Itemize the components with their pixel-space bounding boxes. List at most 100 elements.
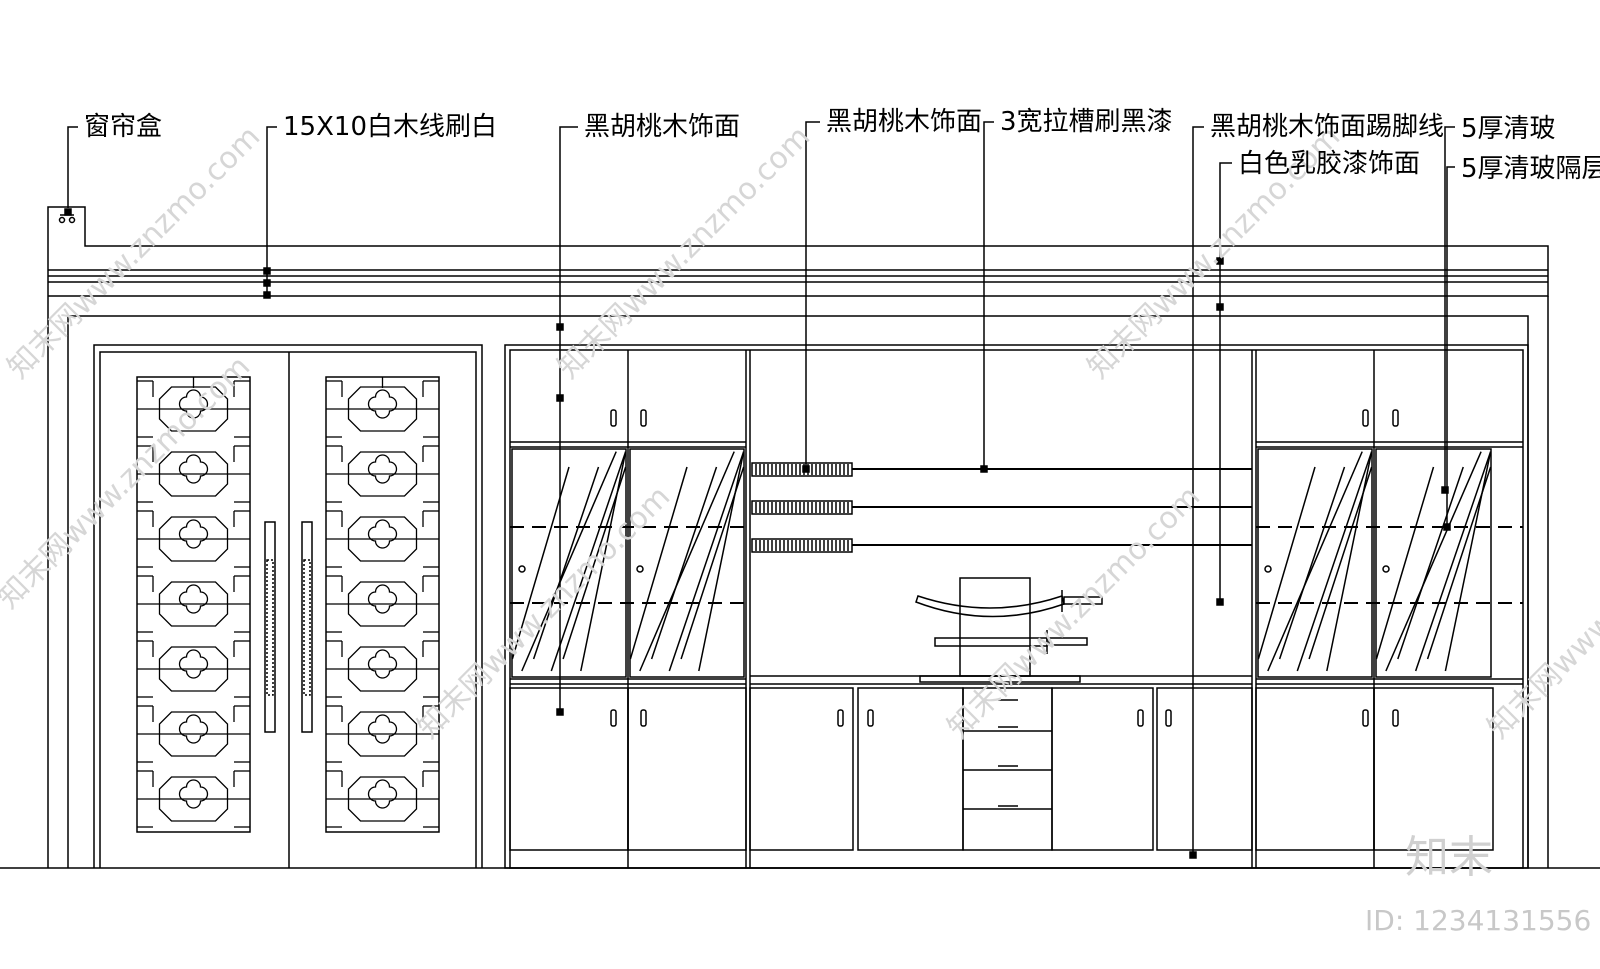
glass-door [1375,448,1492,678]
inner-frame [67,315,1529,868]
lower-door [749,687,854,851]
glass-hatch [698,451,745,672]
ceiling-outline [47,206,1549,868]
lattice-quatrefoil [367,389,398,419]
leader-dot [263,279,271,287]
label-walnut-face-mid: 黑胡桃木饰面 [826,107,982,137]
glass-hatch [1257,466,1316,660]
label-glass-shelf: 5厚清玻隔层 [1461,154,1600,184]
glass-hatch [1444,451,1492,672]
lattice-quatrefoil [367,714,398,744]
glass-hatch [562,466,627,660]
glass-hatch [550,451,627,672]
cabinet-handle [867,709,874,727]
curtain-hook [68,216,76,224]
glass-hatch [668,451,745,672]
lattice-octagon [347,451,418,497]
cabinet-handle [640,709,647,727]
leader-curtain-box [67,126,78,208]
lattice-quatrefoil [367,779,398,809]
door-frame-outer [93,344,483,868]
lattice-quatrefoil [367,649,398,679]
door-handle-grip-right [303,559,311,696]
leader-dot [1189,851,1197,859]
cabinet-handle [1392,409,1399,427]
cabinet-inner [509,349,1524,869]
lattice-quatrefoil [367,454,398,484]
leader-clear-glass [1444,126,1455,490]
leader-dot [263,291,271,299]
drawing-lines [0,206,1600,869]
watermark-5: 知末网www.znzmo.com [411,479,677,745]
sword-upper-blade [915,595,1065,618]
brand-watermark: 知末 [1405,832,1493,883]
lattice-octagon [158,451,229,497]
cabinet-handle [610,409,617,427]
glass-door [511,448,627,678]
groove-panel [751,538,853,553]
glass-hatch [1308,466,1373,660]
lattice-octagon [158,776,229,822]
label-clear-glass: 5厚清玻 [1461,114,1556,144]
door-frame-inner [99,351,477,868]
leader-white-molding [266,126,277,297]
lattice-octagon [158,386,229,432]
leader-dot [1216,257,1224,265]
leader-dot [556,323,564,331]
lattice-octagon [347,581,418,627]
cabinet-handle [1165,709,1172,727]
sword-hilt [1063,596,1103,605]
lattice-octagon [158,646,229,692]
label-white-latex: 白色乳胶漆饰面 [1238,149,1420,179]
glass-hatch [629,466,688,660]
cabinet-handle [1392,709,1399,727]
glass-door [1257,448,1373,678]
lower-door [1255,687,1375,851]
door-handle-right [301,521,313,733]
lattice-octagon [347,516,418,562]
lower-door [627,687,747,851]
watermark-4: 知末网www.znzmo.com [0,349,257,615]
glass-hatch [650,466,718,660]
glass-pin [1264,565,1272,573]
glass-hatch [1426,466,1492,660]
lattice-quatrefoil [178,389,209,419]
lattice-quatrefoil [178,779,209,809]
door-handle-left [264,521,276,733]
cabinet-handle [1137,709,1144,727]
label-walnut-skirting: 黑胡桃木饰面踢脚线 [1210,112,1444,142]
leader-lines [64,121,1455,859]
lower-door [1373,687,1494,851]
glass-pin [1382,565,1390,573]
label-groove-black: 3宽拉槽刷黑漆 [1000,107,1173,137]
glass-hatch [1375,466,1435,660]
lattice-quatrefoil [178,584,209,614]
lattice-quatrefoil [178,714,209,744]
lattice-octagon [347,386,418,432]
leader-glass-shelf [1446,166,1455,527]
leader-white-latex [1219,162,1232,602]
leader-dot [263,267,271,275]
annotations: 窗帘盒 15X10白木线刷白 黑胡桃木饰面 黑胡桃木饰面 3宽拉槽刷黑漆 黑胡桃… [84,107,1600,184]
lattice-quatrefoil [367,519,398,549]
glass-hatch [1397,466,1464,660]
lattice-octagon [158,516,229,562]
door-handle-grip-left [266,559,274,696]
leader-dot [1216,303,1224,311]
glass-door [629,448,745,678]
glass-hatch [680,466,745,660]
leader-dot [1216,598,1224,606]
glass-hatch [1296,451,1373,672]
cabinet-handle [640,409,647,427]
cabinet-handle [1362,709,1369,727]
leader-groove [983,121,994,470]
glass-hatch [1326,451,1373,672]
lattice-octagon [158,581,229,627]
id-watermark: ID: 1234131556 [1365,904,1591,937]
leader-skirting [1192,126,1204,855]
watermark-7: 知末网www.znzmo.com [1481,479,1600,745]
leader-dot [802,465,810,473]
leader-dot [1443,523,1451,531]
door-lattice-pattern [137,377,439,828]
groove-panel [751,462,853,477]
